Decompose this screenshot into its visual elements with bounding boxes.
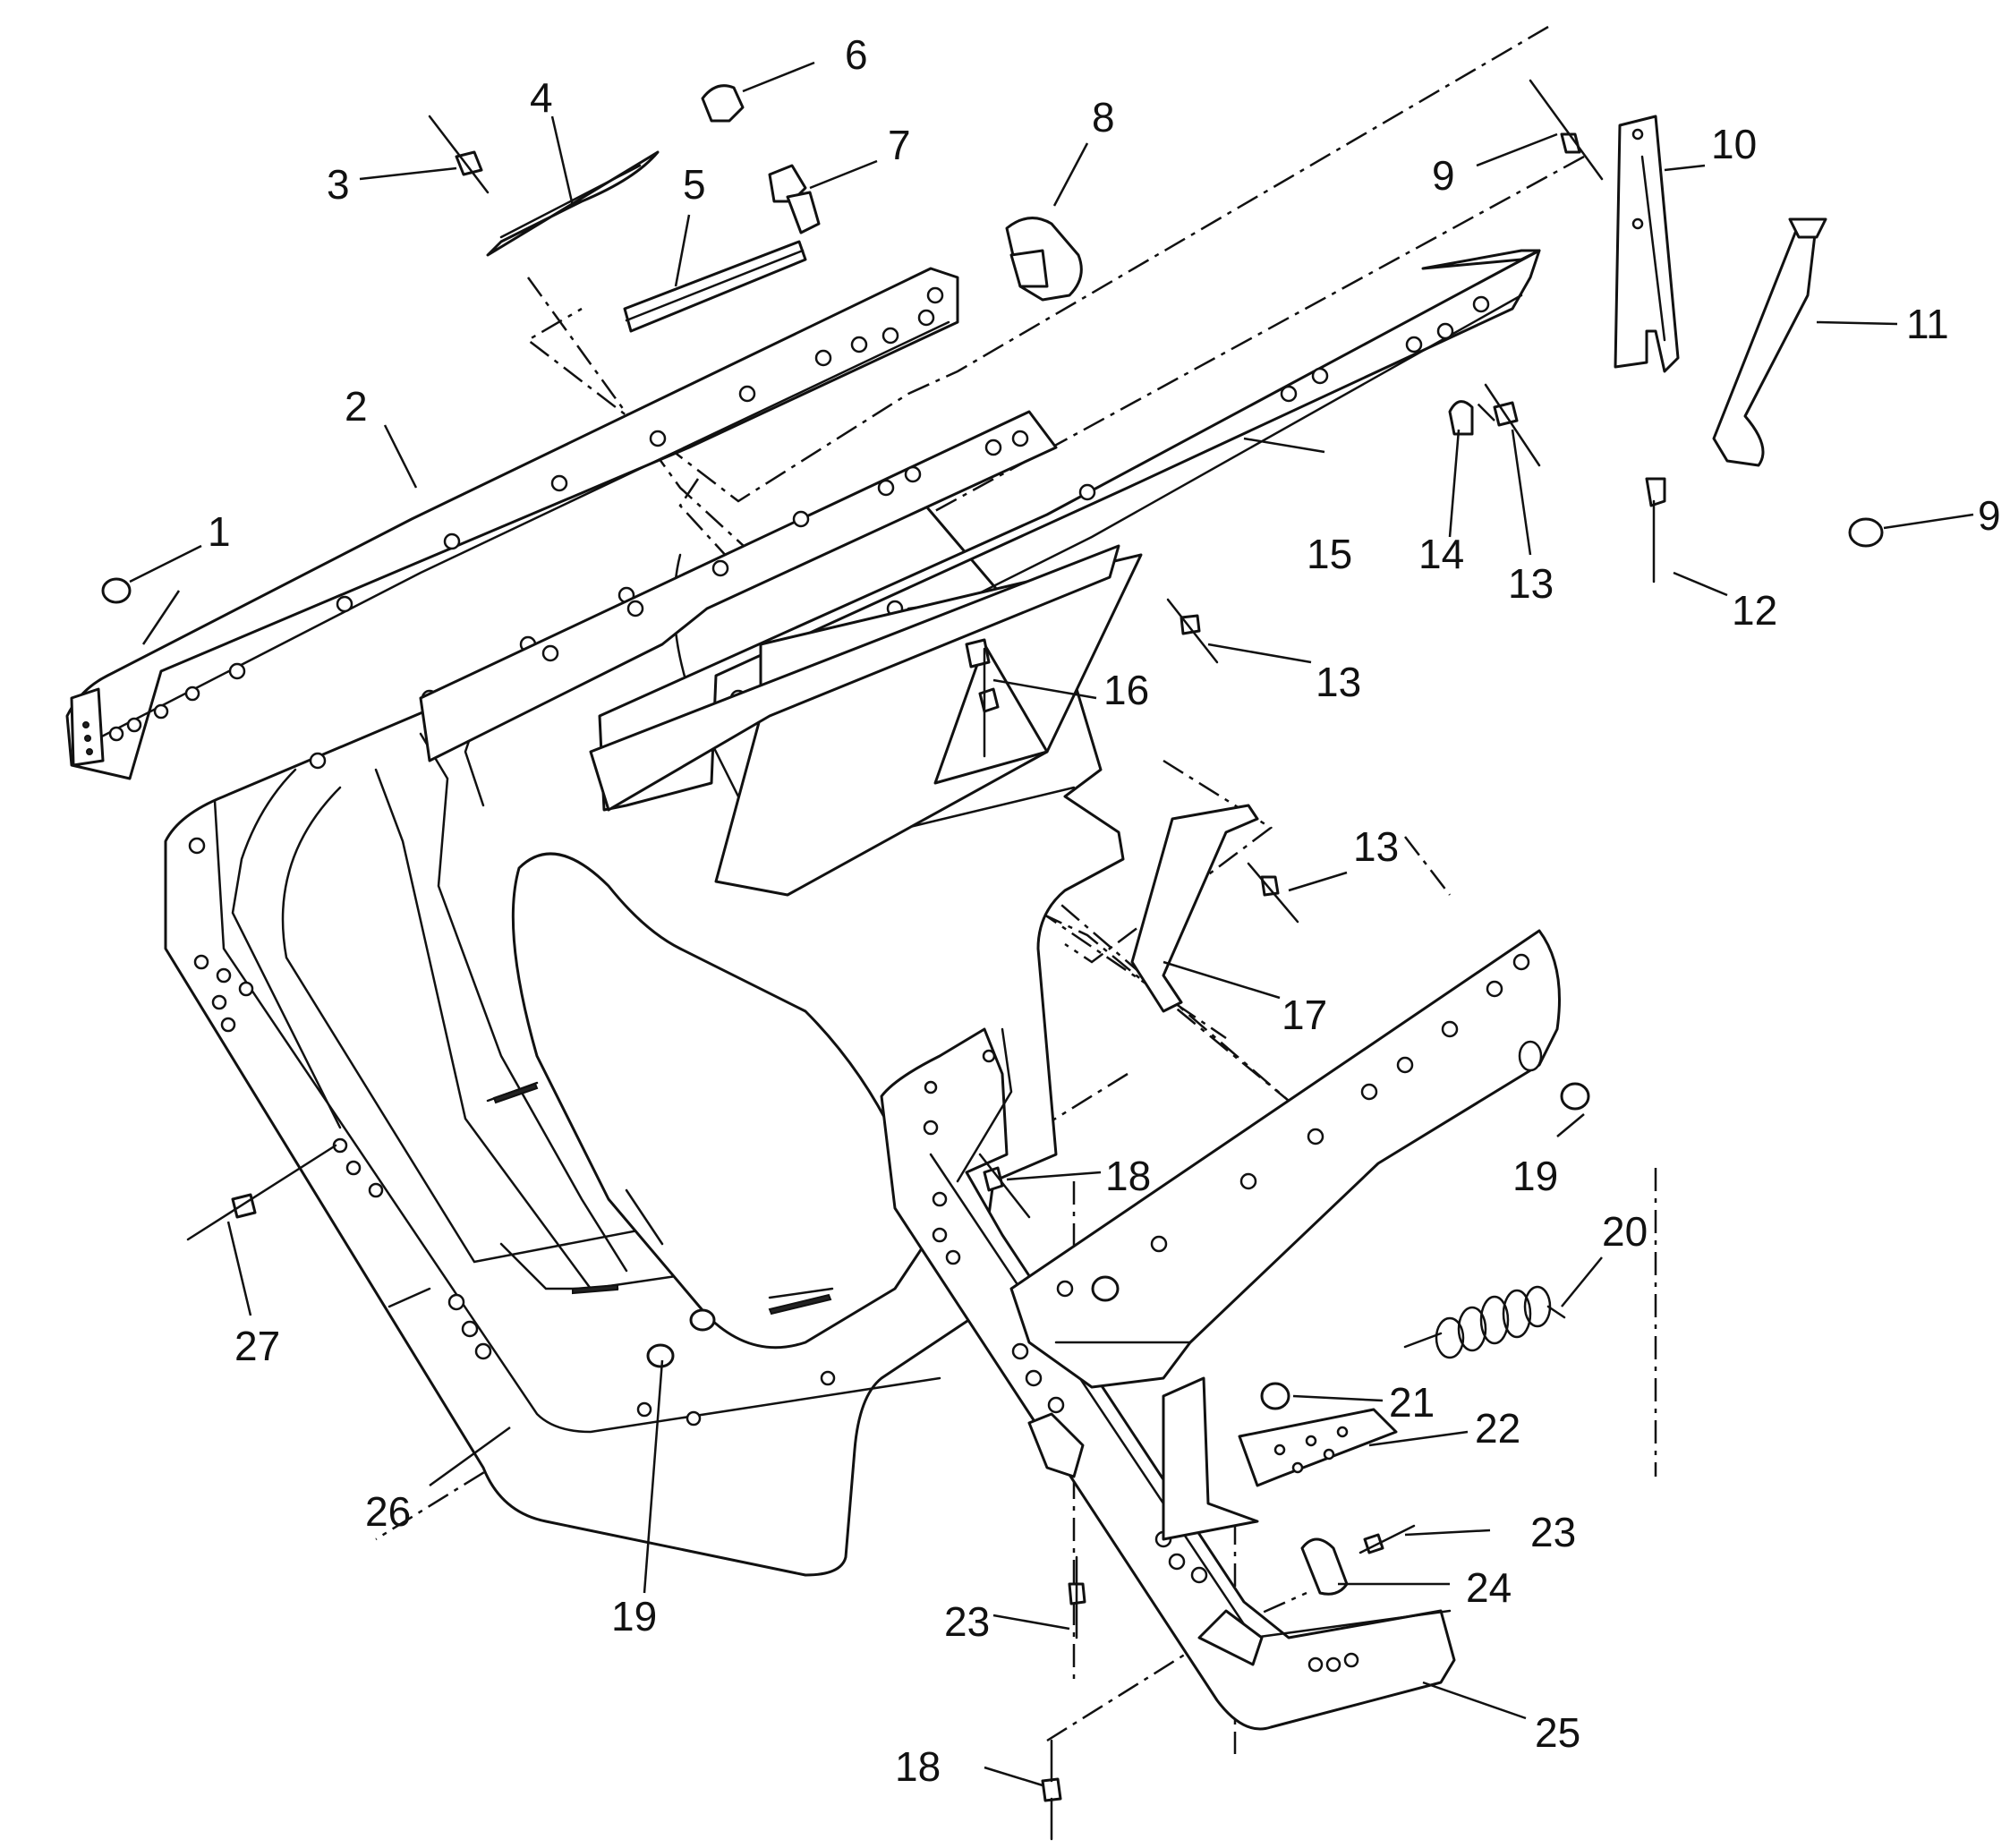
- callout-4: 4: [530, 74, 553, 121]
- callout-13b: 13: [1316, 659, 1361, 705]
- callout-5: 5: [683, 161, 706, 208]
- callout-19a: 19: [1512, 1153, 1558, 1199]
- hardware: [101, 79, 1884, 1841]
- callout-2: 2: [345, 383, 368, 430]
- callout-22: 22: [1475, 1405, 1520, 1452]
- cowl-panel: [419, 410, 1058, 762]
- callout-24: 24: [1466, 1564, 1512, 1611]
- callout-3: 3: [327, 161, 350, 208]
- callout-23b: 23: [944, 1598, 990, 1645]
- floor-plate: [714, 553, 1143, 897]
- spring: [1403, 1285, 1566, 1359]
- knob-bolt: [701, 84, 821, 234]
- handle: [1712, 217, 1827, 467]
- callout-26: 26: [365, 1488, 411, 1535]
- bracket-clip: [1005, 217, 1083, 302]
- support-bracket: [1130, 804, 1259, 1013]
- hinge-plate: [1238, 1408, 1398, 1487]
- callout-16: 16: [1103, 667, 1149, 713]
- callout-15: 15: [1307, 531, 1352, 577]
- callout-12: 12: [1732, 587, 1777, 634]
- callout-14: 14: [1418, 531, 1464, 577]
- callout-27: 27: [234, 1323, 280, 1369]
- callout-1: 1: [208, 508, 231, 555]
- callout-10: 10: [1711, 121, 1757, 167]
- callout-21: 21: [1389, 1379, 1435, 1426]
- leader-lines: [129, 61, 1974, 1787]
- callout-19b: 19: [611, 1593, 657, 1639]
- lower-panel: [1162, 1376, 1259, 1541]
- callout-18b: 18: [895, 1743, 941, 1790]
- callout-13c: 13: [1353, 823, 1399, 870]
- front-side-panel: [880, 1027, 1456, 1731]
- dash-panel: [1009, 929, 1561, 1389]
- callouts: 1 2 3 4 5 6 7 8 9 10 11 9 12 14 13 15 13…: [208, 31, 2001, 1790]
- callout-17: 17: [1282, 992, 1327, 1038]
- upper-rail: [65, 267, 959, 780]
- callout-25: 25: [1535, 1709, 1580, 1756]
- plug-1: [101, 577, 132, 604]
- trim-strip: [623, 240, 807, 333]
- callout-13a: 13: [1508, 560, 1554, 607]
- callout-20: 20: [1602, 1208, 1648, 1255]
- callout-6: 6: [845, 31, 868, 78]
- callout-23a: 23: [1530, 1509, 1576, 1555]
- callout-18a: 18: [1105, 1153, 1151, 1199]
- callout-9b: 9: [1978, 492, 2001, 539]
- clip: [1300, 1537, 1349, 1596]
- upright-bracket: [1614, 115, 1680, 373]
- callout-8: 8: [1092, 94, 1115, 141]
- callout-9a: 9: [1432, 152, 1455, 199]
- callout-7: 7: [888, 122, 911, 168]
- callout-11: 11: [1906, 301, 1949, 347]
